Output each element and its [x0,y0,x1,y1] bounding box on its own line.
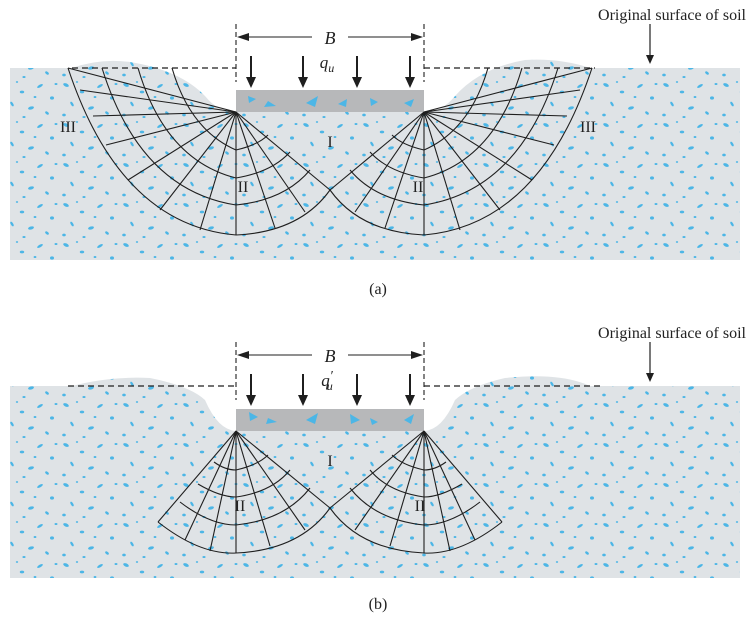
zone-label-a-0: III [60,119,76,136]
zone-label-b-0: II [235,498,246,515]
panel-b: B q′u Original surface of soil II I II (… [10,325,747,613]
width-dimension-a [235,24,425,82]
surface-arrow-a [646,24,654,64]
surface-label-a: Original surface of soil [598,7,747,24]
slip-net-b [157,430,503,554]
load-label-a: qu [320,53,335,75]
zone-label-a-1: II [238,179,249,196]
soil-mass-b [10,376,740,578]
panel-a: B qu Original surface of soil III II I I… [10,7,747,298]
width-label-a: B [325,28,336,48]
zone-label-b-1: I [327,453,332,470]
surface-arrow-b [646,342,654,382]
caption-a: (a) [369,281,387,298]
zone-label-a-3: II [413,179,424,196]
soil-mass-a [10,59,740,260]
width-dimension-b [235,342,425,400]
zone-label-a-4: III [580,119,596,136]
footing-b [236,409,424,431]
load-label-b: q′u [321,369,334,393]
width-label-b: B [325,346,336,366]
zone-label-b-2: II [415,498,426,515]
surface-label-b: Original surface of soil [598,325,747,342]
footing-a [236,90,424,112]
slip-net-a [67,67,593,236]
zone-label-a-2: I [327,134,332,151]
caption-b: (b) [369,596,388,613]
load-arrows-a [246,56,415,88]
load-arrows-b [246,374,415,406]
